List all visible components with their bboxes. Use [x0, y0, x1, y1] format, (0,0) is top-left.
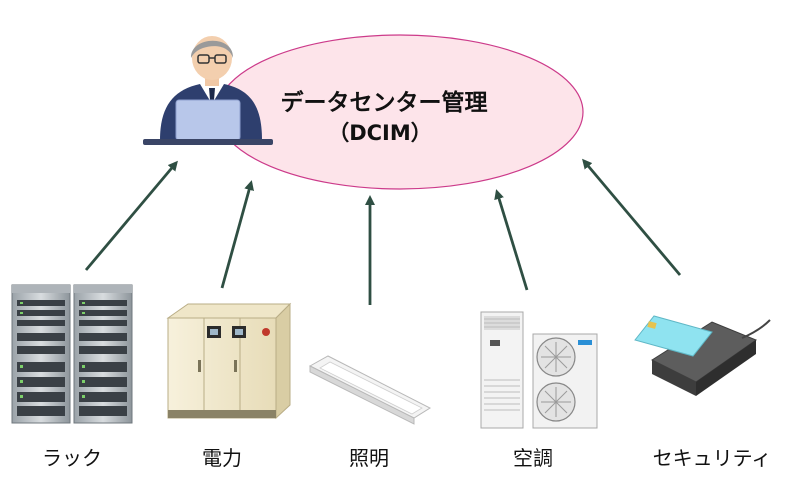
arrow-security: [582, 158, 682, 276]
arrows: [84, 158, 682, 305]
page-title: データセンター管理: [281, 89, 488, 116]
server-rack-icon: [11, 284, 133, 424]
arrow-rack: [84, 160, 178, 271]
light-fixture-icon: [308, 355, 432, 425]
label-rack: ラック: [42, 446, 102, 470]
label-power: 電力: [202, 446, 242, 470]
air-conditioner-icon: [480, 311, 598, 429]
label-aircon: 空調: [513, 446, 553, 470]
label-lighting: 照明: [349, 446, 389, 470]
label-security: セキュリティ: [653, 446, 772, 470]
arrow-power: [220, 180, 254, 289]
arrow-aircon: [494, 189, 529, 291]
power-cabinet-icon: [166, 302, 292, 420]
page-subtitle: （DCIM）: [328, 121, 432, 145]
card-reader-icon: [634, 315, 771, 396]
administrator-icon: [143, 36, 273, 145]
laptop-icon: [175, 99, 241, 141]
